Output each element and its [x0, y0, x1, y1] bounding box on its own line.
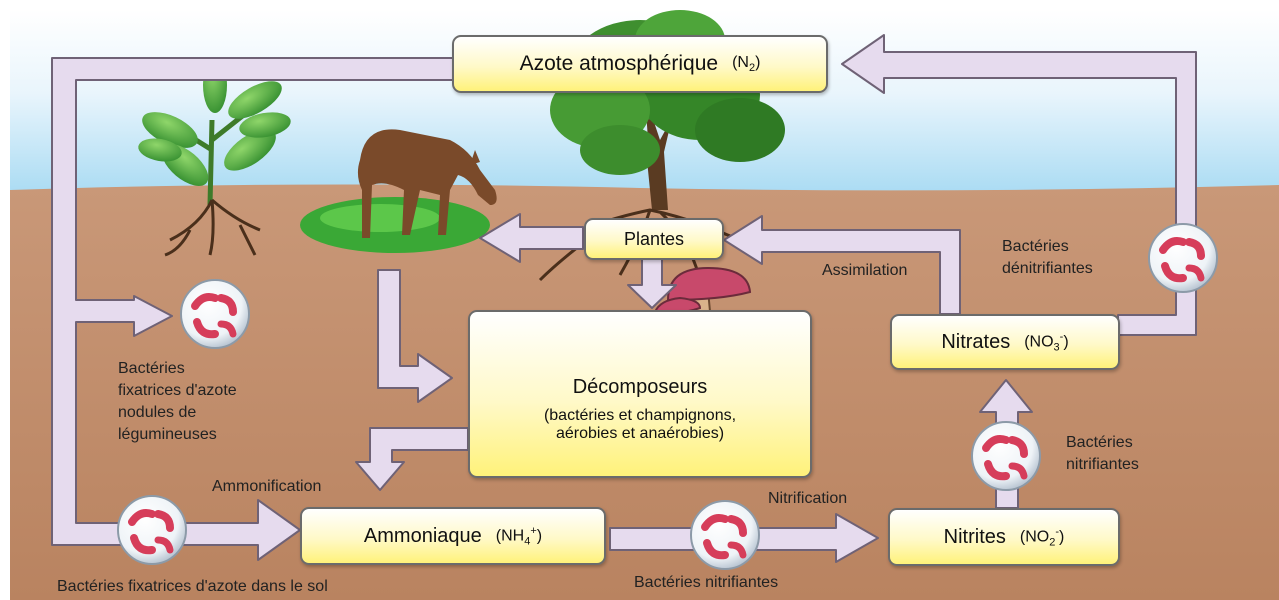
- bacteria-icon: [1149, 224, 1217, 292]
- nitrifying-bacteria-right-label: Bactéries nitrifiantes: [1066, 432, 1139, 476]
- decomposers-line2: aérobies et anaérobies): [556, 425, 724, 443]
- soil-bacteria-label: Bactéries fixatrices d'azote dans le sol: [57, 576, 328, 598]
- box-plants: Plantes: [584, 218, 724, 260]
- nitrites-formula: (NO2-): [1020, 526, 1064, 549]
- nitrates-label: Nitrates: [941, 331, 1010, 354]
- ammonification-label: Ammonification: [212, 476, 321, 498]
- box-decomposers: Décomposeurs (bactéries et champignons, …: [468, 310, 812, 478]
- denitrifying-bacteria-label: Bactéries dénitrifiantes: [1002, 236, 1093, 280]
- assimilation-label: Assimilation: [822, 260, 907, 282]
- bacteria-icon: [181, 280, 249, 348]
- box-atmospheric-nitrogen: Azote atmosphérique (N2): [452, 35, 828, 93]
- box-nitrates: Nitrates (NO3-): [890, 314, 1120, 370]
- nitrifying-bacteria-bottom-label: Bactéries nitrifiantes: [634, 572, 778, 594]
- decomposers-label: Décomposeurs: [573, 376, 708, 399]
- atmospheric-nitrogen-formula: (N2): [732, 54, 760, 74]
- decomposers-line1: (bactéries et champignons,: [544, 407, 736, 425]
- box-nitrites: Nitrites (NO2-): [888, 508, 1120, 566]
- ammonia-label: Ammoniaque: [364, 525, 482, 548]
- bacteria-icon: [118, 496, 186, 564]
- nitrites-label: Nitrites: [944, 526, 1006, 549]
- nitrates-formula: (NO3-): [1024, 331, 1068, 354]
- box-ammonia: Ammoniaque (NH4+): [300, 507, 606, 565]
- nitrification-label: Nitrification: [768, 488, 847, 510]
- plants-label: Plantes: [624, 229, 684, 250]
- bacteria-icon: [972, 422, 1040, 490]
- ammonia-formula: (NH4+): [496, 525, 542, 548]
- atmospheric-nitrogen-label: Azote atmosphérique: [520, 52, 718, 76]
- legume-bacteria-label: Bactéries fixatrices d'azote nodules de …: [118, 358, 237, 446]
- bacteria-icon: [691, 501, 759, 569]
